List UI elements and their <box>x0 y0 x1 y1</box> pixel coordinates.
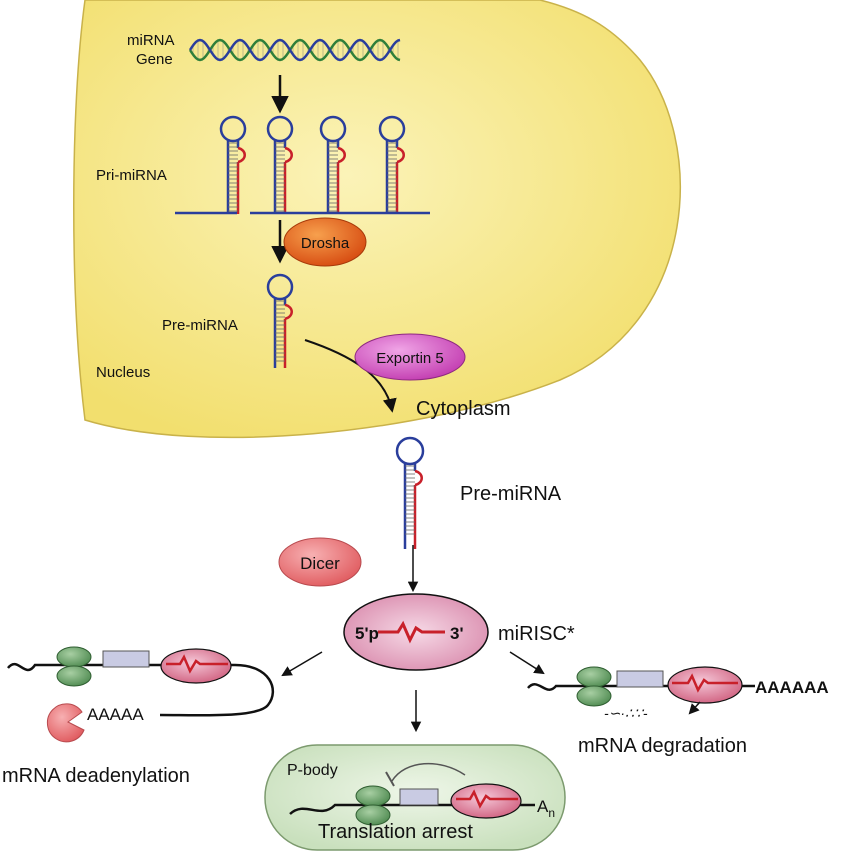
mirna-gene-dna <box>188 38 401 62</box>
ribosome-bottom-top <box>355 785 391 807</box>
deadenylase <box>46 703 85 743</box>
deadenylation-label: mRNA deadenylation <box>2 765 190 787</box>
orf-box-bottom <box>399 788 439 806</box>
degraded-fragments: -∽·∴∵- <box>604 705 648 721</box>
pre-mirna-nuclear <box>266 273 294 368</box>
translation-arrest-label: Translation arrest <box>318 821 473 843</box>
inhibition-bar <box>385 771 395 787</box>
guide-right <box>672 673 738 693</box>
guide-left <box>166 654 228 674</box>
hairpin-loop <box>319 115 347 143</box>
mirisc-guide-strand <box>378 620 445 644</box>
hairpin-loop <box>266 273 294 301</box>
an-label: An <box>537 797 555 820</box>
risc-left <box>160 648 232 684</box>
degradation-arrow <box>688 701 701 715</box>
exportin-label: Exportin 5 <box>376 350 444 367</box>
cytoplasm-label: Cytoplasm <box>416 398 510 420</box>
degradation-panel: AAAAAA -∽·∴∵- mRNA degradation <box>527 666 829 757</box>
hairpin-bulge <box>284 146 293 164</box>
drosha-enzyme <box>283 217 367 267</box>
hairpin-bulge <box>337 146 346 164</box>
dna-strand-2 <box>188 38 401 62</box>
hairpin-loop <box>378 115 406 143</box>
ribosome-left-top <box>56 646 92 668</box>
drosha-label: Drosha <box>301 235 350 252</box>
dicer-enzyme <box>278 537 362 587</box>
nucleus-label: Nucleus <box>96 364 150 381</box>
mrna-right <box>527 683 755 691</box>
hairpin-bulge <box>396 146 405 164</box>
ribosome-bottom-bottom <box>355 804 391 826</box>
mirisc-complex <box>343 593 489 671</box>
ribosome-right-top <box>576 666 612 688</box>
arrow-to-deadenylation <box>281 651 323 677</box>
dicer-label: Dicer <box>300 554 340 573</box>
exportin-5 <box>354 333 466 381</box>
risc-3p-label: 3' <box>450 624 464 643</box>
orf-box-left <box>102 650 150 668</box>
risc-5p-label: 5'p <box>355 624 379 643</box>
hairpin-loop <box>395 436 425 466</box>
gene-label-1: miRNA <box>127 32 175 49</box>
pre-mirna-cyto-label: Pre-miRNA <box>460 483 562 505</box>
guide-bottom <box>456 789 518 809</box>
hairpin-bulge <box>237 146 246 164</box>
pbody-panel: P-body An Translation arrest <box>264 744 566 851</box>
pri-mirna-hairpins <box>219 115 406 214</box>
hairpin-loop <box>266 115 294 143</box>
polyA-right: AAAAAA <box>755 678 829 697</box>
mrna-bottom <box>289 803 535 815</box>
degradation-label: mRNA degradation <box>578 735 747 757</box>
hairpin-loop <box>219 115 247 143</box>
mirisc-label: miRISC* <box>498 623 575 645</box>
risc-bottom <box>450 783 522 819</box>
pri-mirna-label: Pri-miRNA <box>96 167 167 184</box>
hairpin-bulge <box>284 303 293 321</box>
pre-mirna-nuclear-label: Pre-miRNA <box>162 317 238 334</box>
deadenylation-panel: AAAAA mRNA deadenylation <box>2 646 275 787</box>
polyA-left: AAAAA <box>87 705 144 724</box>
mrna-left <box>7 662 275 717</box>
orf-box-right <box>616 670 664 688</box>
inhibition-arc <box>391 762 466 782</box>
gene-label-2: Gene <box>136 51 173 68</box>
ribosome-left-bottom <box>56 665 92 687</box>
hairpin-bulge <box>414 469 423 487</box>
risc-right <box>667 666 743 704</box>
nucleus-shape <box>73 0 681 439</box>
pre-mirna-cytoplasmic <box>395 436 425 549</box>
pbody-label: P-body <box>287 762 338 779</box>
ribosome-right-bottom <box>576 685 612 707</box>
arrow-to-degradation <box>509 651 545 675</box>
dna-strand-1 <box>188 38 401 62</box>
